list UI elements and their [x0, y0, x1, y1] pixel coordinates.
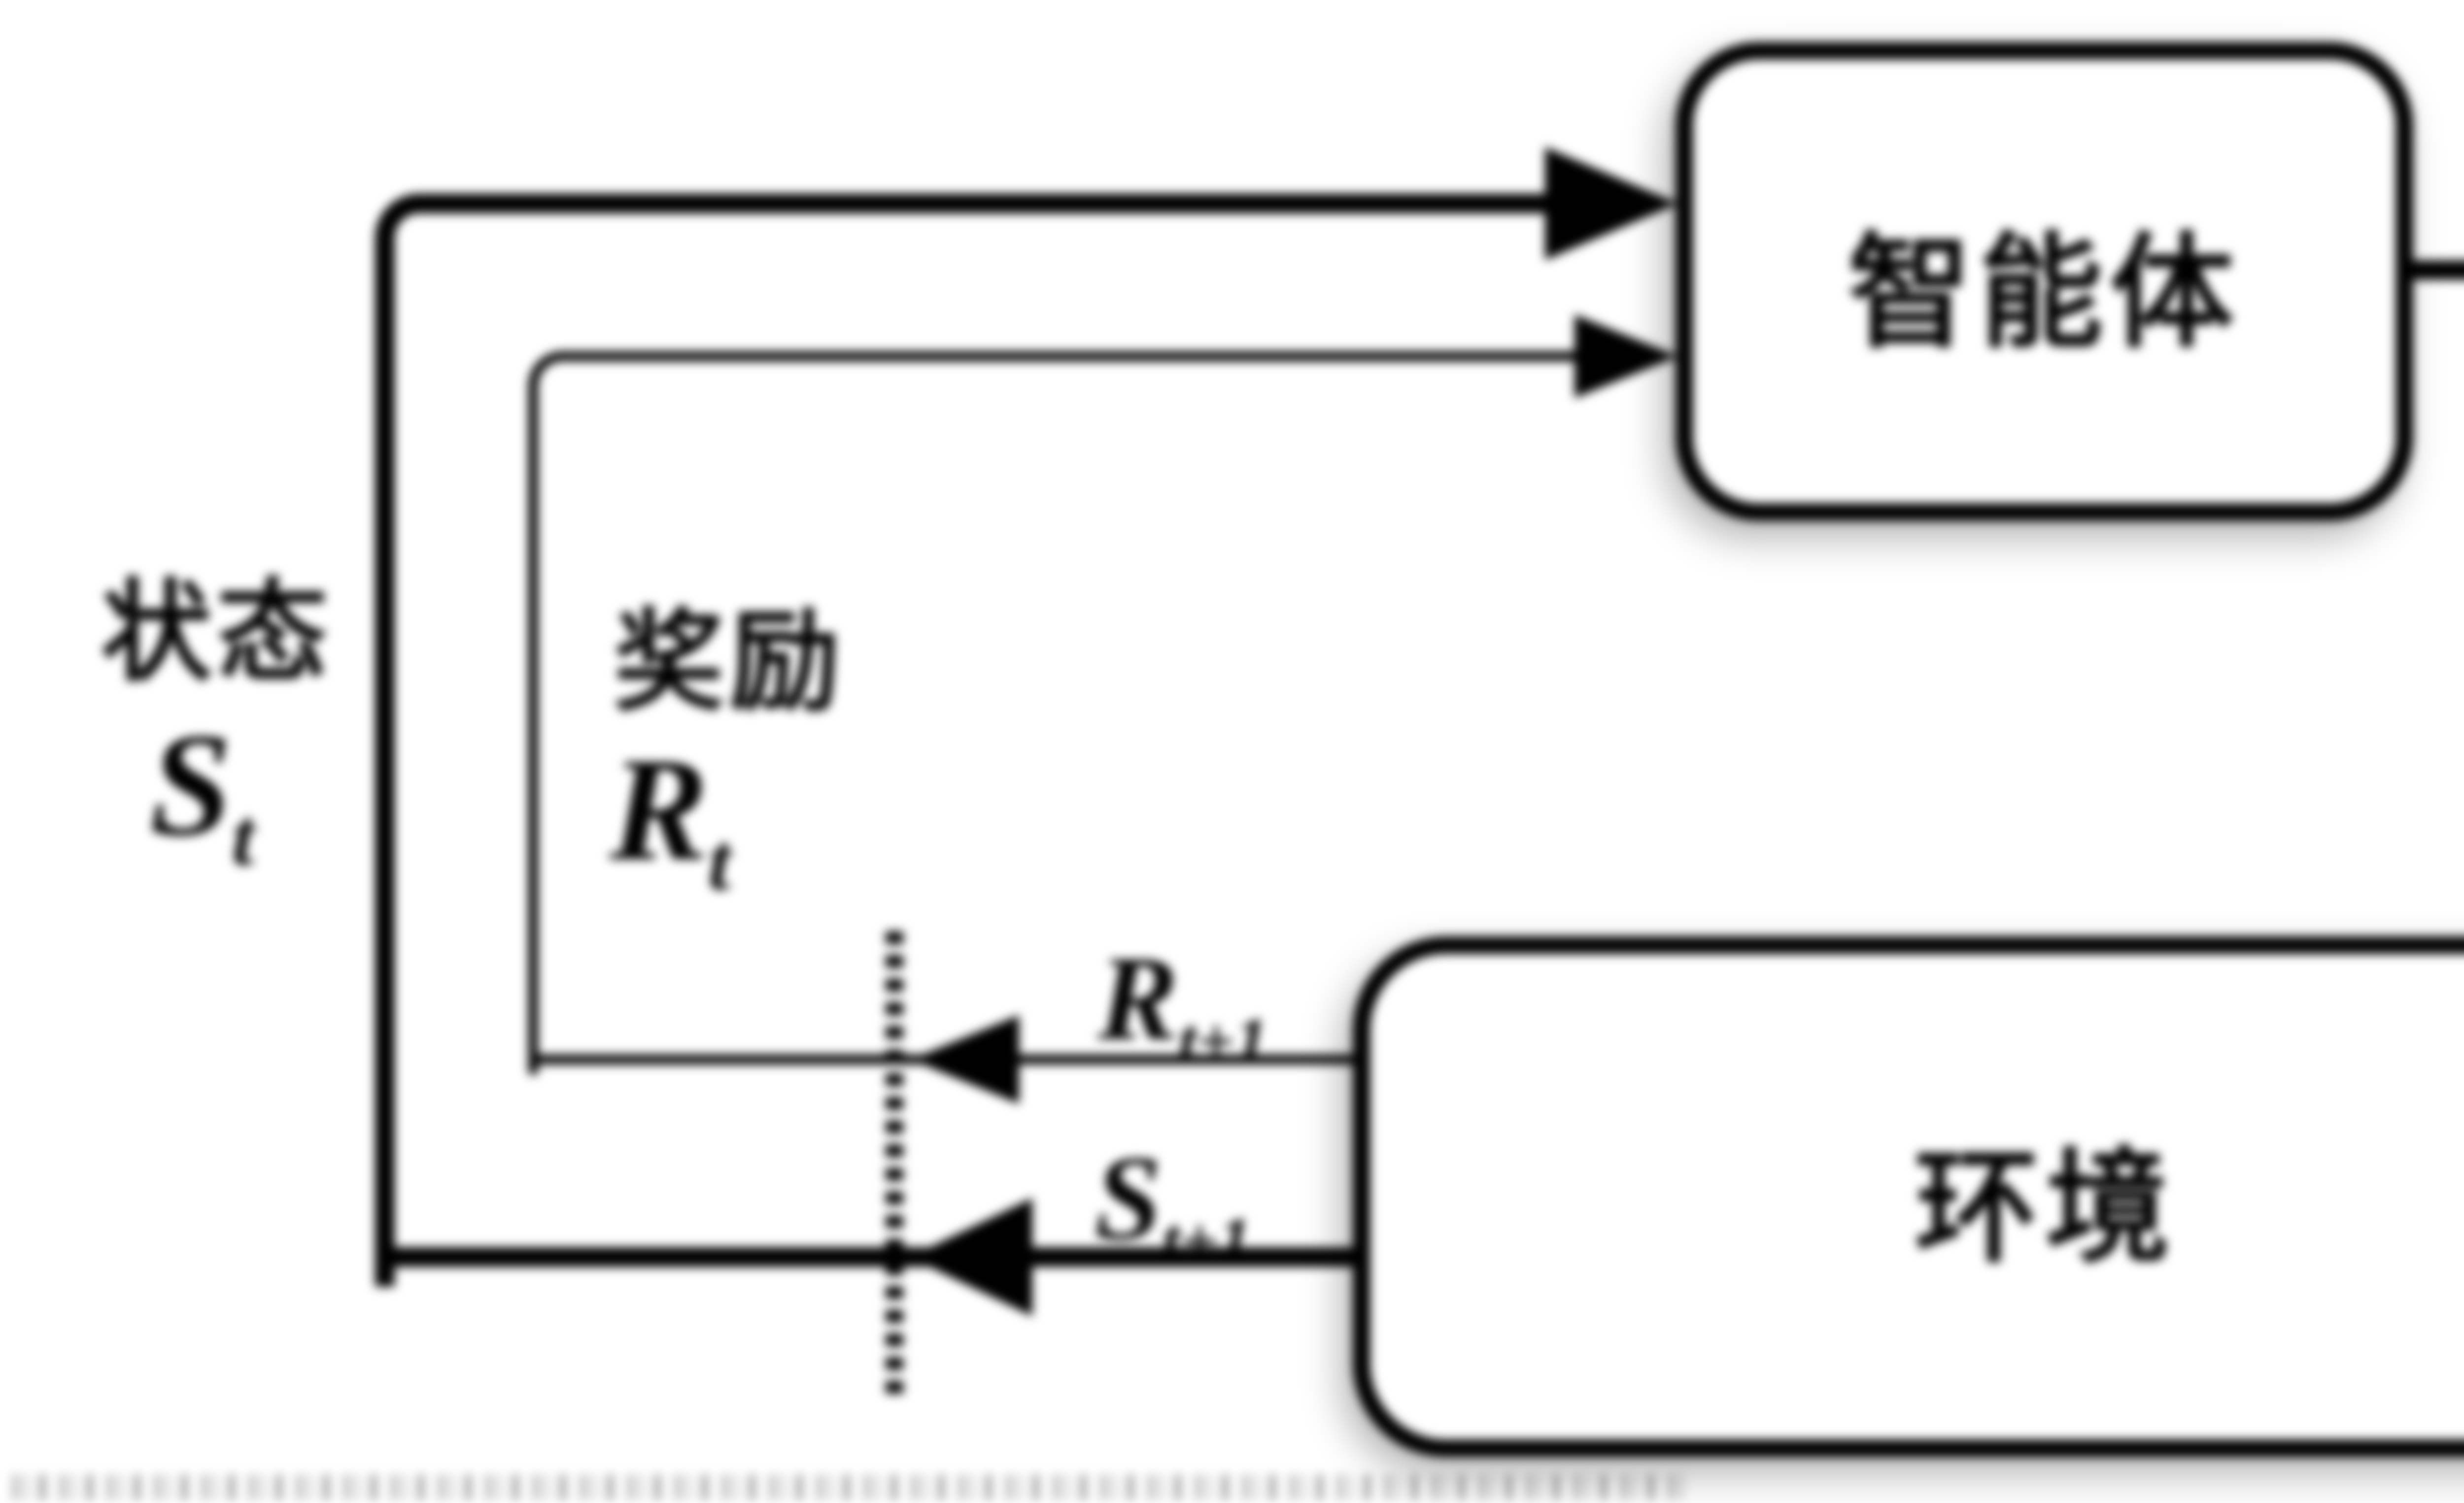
arrowhead-right-icon — [1574, 314, 1678, 398]
state-symbol-subscript: t — [232, 792, 255, 882]
state-symbol-base: S — [149, 703, 232, 866]
reward-symbol-subscript: t — [708, 817, 731, 907]
time-boundary-dashed-line — [886, 931, 903, 1397]
arrowhead-left-icon — [909, 1198, 1032, 1316]
cropped-caption-fragment — [12, 1474, 1683, 1500]
environment-box: 环境 — [1353, 936, 2464, 1457]
reward-symbol-base: R — [610, 727, 709, 891]
agent-box: 智能体 — [1676, 42, 2413, 521]
state-next-symbol-subscript: t+1 — [1162, 1204, 1251, 1278]
reward-label: 奖励 — [614, 601, 845, 724]
environment-box-label: 环境 — [1914, 1140, 2177, 1278]
reward-symbol: Rt — [557, 724, 784, 902]
state-next-symbol-base: S — [1095, 1131, 1162, 1264]
arrowhead-left-icon — [911, 1015, 1019, 1104]
arrowhead-right-icon — [1545, 147, 1678, 260]
state-next-line — [375, 1247, 1375, 1267]
reward-next-symbol: Rt+1 — [1040, 929, 1326, 1075]
agent-box-label: 智能体 — [1848, 224, 2241, 363]
state-loop-line — [375, 194, 1612, 1287]
state-next-symbol: St+1 — [1040, 1128, 1306, 1274]
reward-next-symbol-base: R — [1097, 931, 1178, 1065]
state-label: 状态 — [101, 572, 333, 695]
reward-loop-line — [528, 351, 1598, 1074]
state-symbol: St — [79, 700, 325, 878]
reward-next-symbol-subscript: t+1 — [1178, 1005, 1268, 1078]
